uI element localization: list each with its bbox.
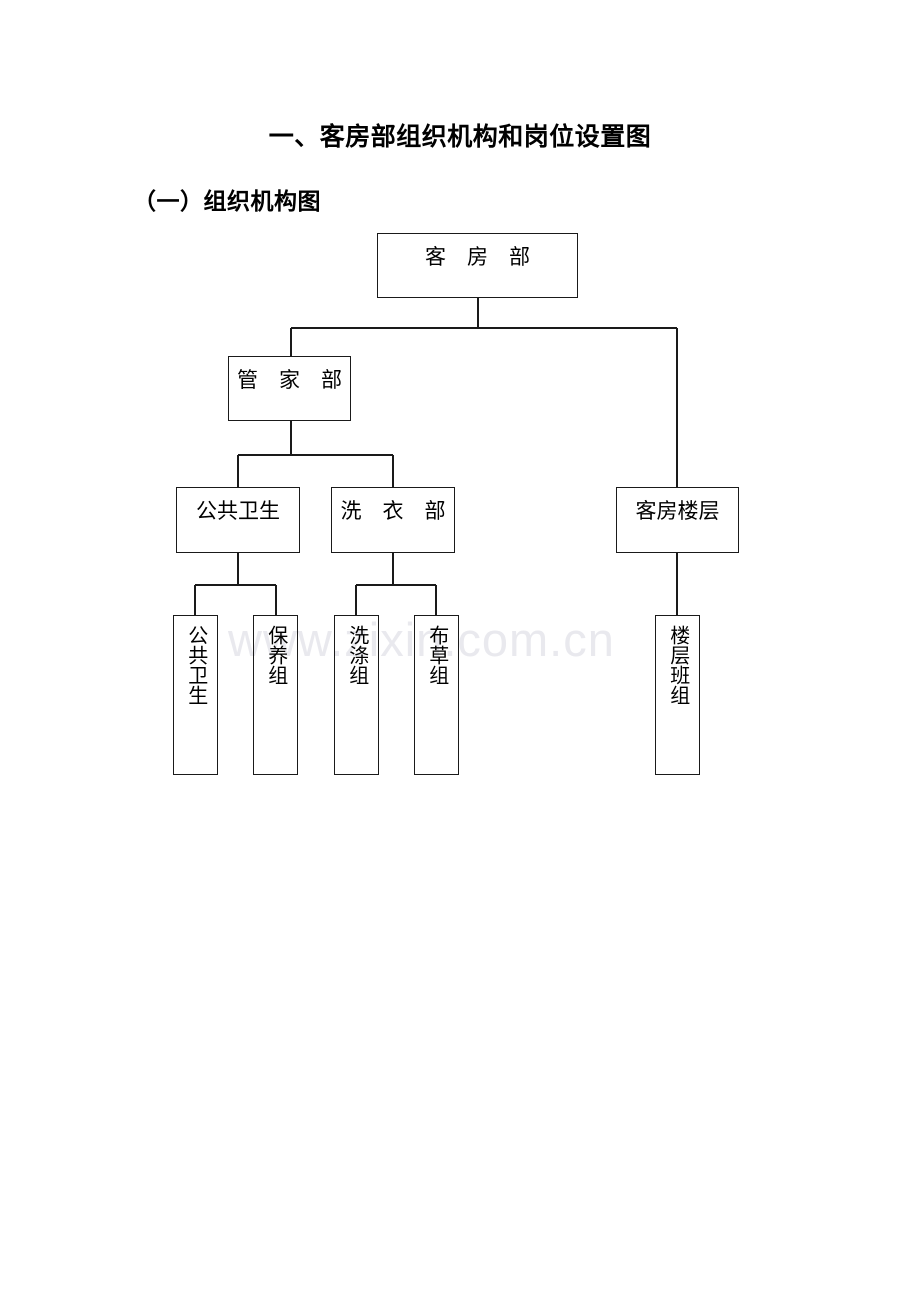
org-node-guest-floor[interactable]: 客房楼层 bbox=[616, 487, 739, 553]
section-subtitle: （一）组织机构图 bbox=[133, 189, 321, 214]
org-node-public-area-group[interactable]: 公共卫生 bbox=[173, 615, 218, 775]
org-node-maintenance-group[interactable]: 保养组 bbox=[253, 615, 298, 775]
org-node-maintenance-group-label: 保养组 bbox=[264, 625, 287, 685]
org-node-floor-team[interactable]: 楼层班组 bbox=[655, 615, 700, 775]
org-node-root-label: 客 房 部 bbox=[425, 245, 530, 269]
org-node-public-area-group-label: 公共卫生 bbox=[184, 625, 207, 705]
org-node-floor-team-label: 楼层班组 bbox=[666, 625, 689, 705]
org-node-public-area-label: 公共卫生 bbox=[196, 499, 280, 523]
org-node-guest-floor-label: 客房楼层 bbox=[635, 499, 720, 523]
org-node-washing-group[interactable]: 洗涤组 bbox=[334, 615, 379, 775]
page-title: 一、客房部组织机构和岗位设置图 bbox=[268, 124, 652, 151]
org-node-linen-group[interactable]: 布草组 bbox=[414, 615, 459, 775]
org-node-linen-group-label: 布草组 bbox=[425, 625, 448, 685]
org-node-housekeeping[interactable]: 管 家 部 bbox=[228, 356, 351, 421]
org-node-root[interactable]: 客 房 部 bbox=[377, 233, 578, 298]
org-node-housekeeping-label: 管 家 部 bbox=[237, 368, 342, 392]
org-node-laundry-label: 洗 衣 部 bbox=[340, 499, 446, 523]
org-node-public-area[interactable]: 公共卫生 bbox=[176, 487, 300, 553]
org-node-laundry[interactable]: 洗 衣 部 bbox=[331, 487, 455, 553]
org-node-washing-group-label: 洗涤组 bbox=[345, 625, 368, 685]
